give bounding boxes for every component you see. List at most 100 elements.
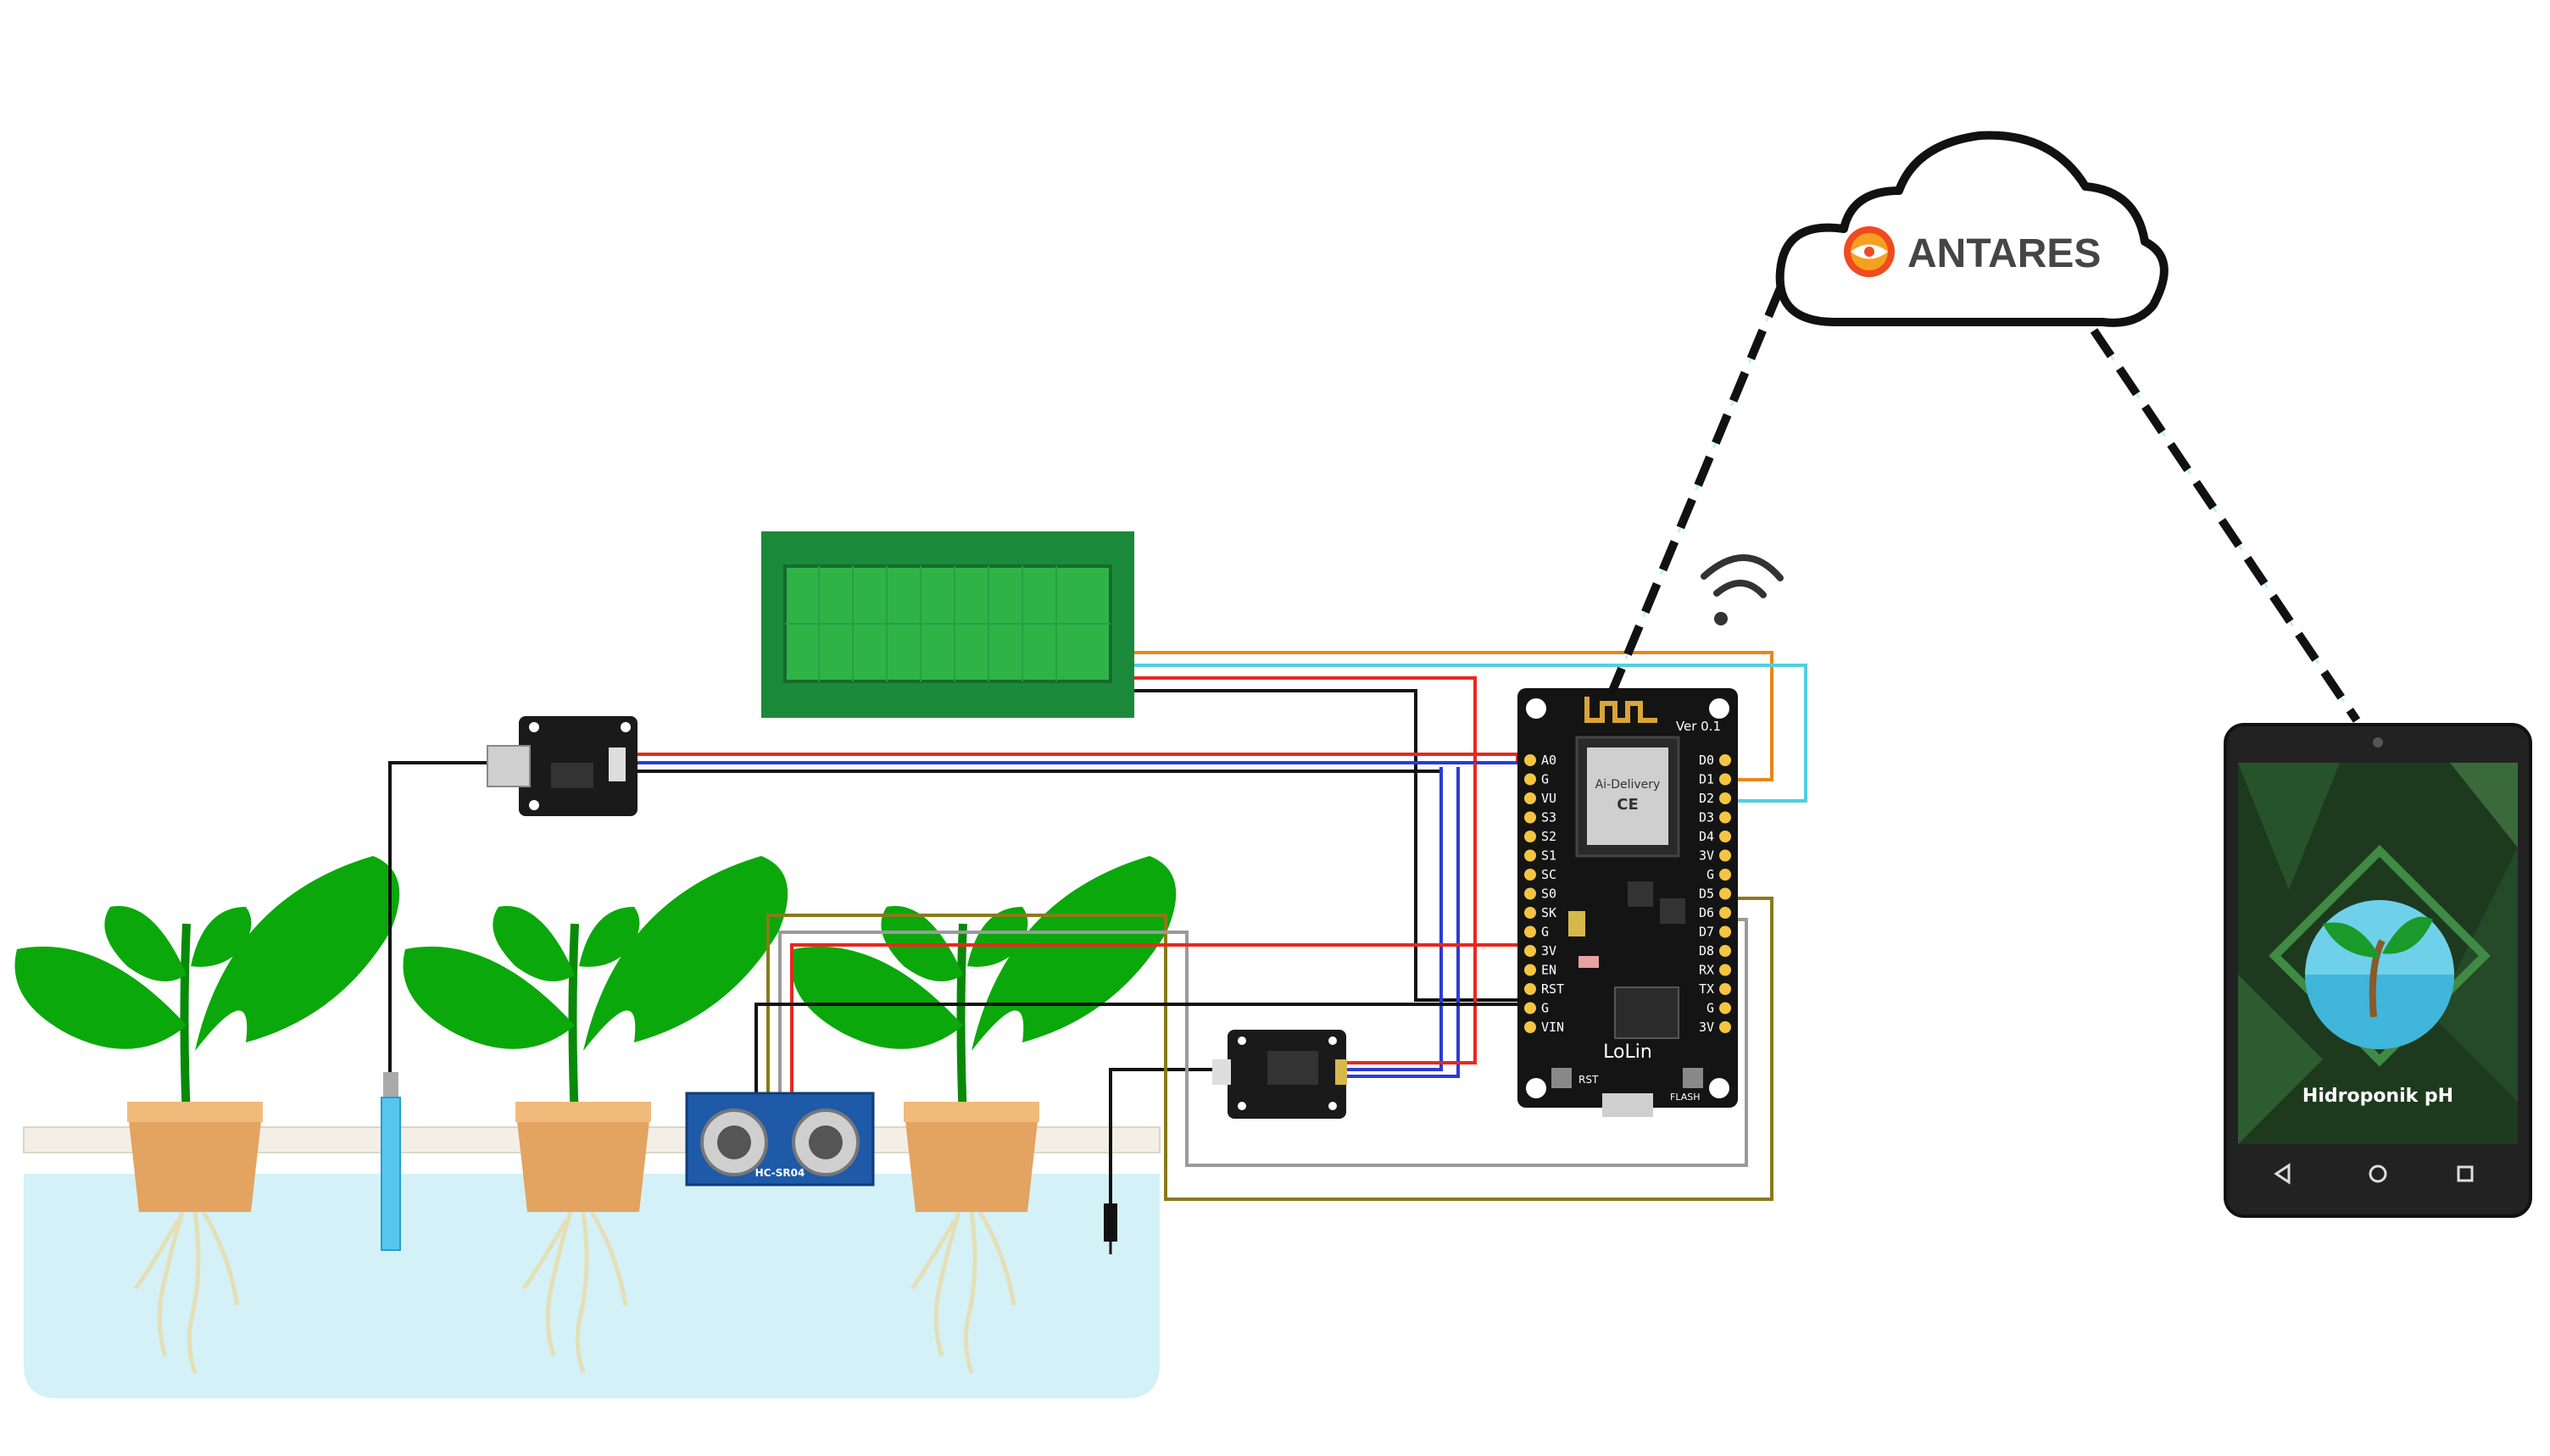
right-pin-13 (1719, 1002, 1731, 1014)
wire-us-olive (766, 897, 1773, 1201)
right-pin-label: G (1706, 867, 1714, 882)
left-pin-5 (1524, 849, 1536, 862)
wire-us-gray (778, 918, 1748, 1167)
left-pin-1 (1524, 773, 1536, 786)
rst-button-label: RST (1578, 1074, 1599, 1086)
right-pin-label: G (1706, 1001, 1714, 1016)
right-pin-label: D1 (1699, 772, 1714, 787)
right-pin-label: D4 (1699, 829, 1714, 844)
left-pin-3 (1524, 811, 1536, 824)
left-pin-12 (1524, 983, 1536, 995)
ph-probe (381, 1072, 401, 1251)
wire-tds-blue2 (1344, 767, 1460, 1078)
right-pin-14 (1719, 1021, 1731, 1033)
right-pin-8 (1719, 907, 1731, 919)
left-pin-9 (1524, 925, 1536, 938)
right-pin-label: D7 (1699, 925, 1714, 940)
right-pin-6 (1719, 869, 1731, 881)
plant-leaf-right (195, 856, 400, 1051)
home-icon (2369, 1164, 2387, 1183)
wire-lcd-cyan (1132, 664, 1807, 803)
wire-tds-blue (1344, 767, 1443, 1071)
usb-port (1602, 1093, 1653, 1117)
module-label: Ai-Delivery (1595, 778, 1661, 792)
plant-3 (791, 856, 1177, 1374)
plant-2 (403, 856, 788, 1374)
right-pin-2 (1719, 792, 1731, 804)
wire-tds-red (1344, 763, 1477, 1064)
right-pin-label: RX (1699, 963, 1714, 978)
ultrasonic-model-label: HC-SR04 (755, 1167, 805, 1179)
plant-stem (180, 923, 191, 1120)
right-pin-label: D2 (1699, 791, 1714, 806)
wiring (388, 651, 1807, 1203)
wire-lcd-black (1132, 689, 1517, 1002)
left-pin-label: A0 (1541, 753, 1556, 768)
phone-nav-bar (2274, 1163, 2474, 1185)
antares-logo-icon (1844, 226, 1895, 277)
left-pin-label: 3V (1541, 943, 1556, 959)
bnc-connector (487, 745, 531, 787)
left-pin-6 (1524, 869, 1536, 881)
left-pin-14 (1524, 1021, 1536, 1033)
left-pin-label: S0 (1541, 886, 1556, 902)
right-pin-1 (1719, 773, 1731, 786)
left-pin-8 (1524, 907, 1536, 919)
right-pin-label: D6 (1699, 905, 1714, 920)
right-pin-11 (1719, 964, 1731, 976)
flash-button (1683, 1068, 1703, 1088)
left-pin-label: G (1541, 1001, 1549, 1016)
brand-label: LoLin (1603, 1042, 1652, 1063)
left-pin-10 (1524, 945, 1536, 957)
ph-sensor-board (487, 716, 638, 816)
wire-ph-probe (388, 761, 492, 1072)
right-pin-0 (1719, 754, 1731, 766)
tds-sensor-board (1212, 1030, 1347, 1119)
left-pin-label: S1 (1541, 848, 1556, 864)
wire-lcd-red (1132, 676, 1477, 763)
temperature-probe (1104, 1203, 1117, 1254)
right-pin-label: D3 (1699, 810, 1714, 825)
left-pin-label: SK (1541, 905, 1556, 920)
plant-roots (133, 1210, 240, 1374)
left-pin-label: EN (1541, 963, 1556, 978)
plant-leaf-left (14, 946, 187, 1049)
right-pin-3 (1719, 811, 1731, 824)
version-label: Ver 0.1 (1676, 719, 1721, 734)
right-pin-label: 3V (1699, 848, 1714, 864)
left-pin-label: S3 (1541, 810, 1556, 825)
cloud-links (1606, 286, 2361, 723)
right-pin-9 (1719, 925, 1731, 938)
plant-pot (127, 1106, 263, 1212)
antares-brand-text: ANTARES (1907, 231, 2101, 276)
usb-chip (1614, 986, 1679, 1039)
left-pin-label: SC (1541, 867, 1556, 882)
rst-button (1551, 1068, 1572, 1088)
wire-tds-probe (1109, 1068, 1212, 1203)
left-pin-11 (1524, 964, 1536, 976)
right-pin-4 (1719, 831, 1731, 842)
right-pin-10 (1719, 945, 1731, 957)
right-pin-12 (1719, 983, 1731, 995)
left-pin-label: RST (1541, 981, 1564, 997)
left-pin-label: VU (1541, 791, 1556, 806)
wifi-icon (1701, 554, 1784, 625)
plant-leaf-middle (191, 907, 252, 967)
left-pin-13 (1524, 1002, 1536, 1014)
lcd-display (761, 531, 1134, 718)
right-pin-5 (1719, 849, 1731, 862)
left-pin-7 (1524, 887, 1536, 900)
back-icon (2274, 1163, 2291, 1185)
right-pin-label: D8 (1699, 943, 1714, 959)
ultrasonic-sensor: HC-SR04 (685, 1092, 875, 1186)
left-pin-0 (1524, 754, 1536, 766)
recents-icon (2457, 1165, 2474, 1182)
app-title: Hidroponik pH (2302, 1086, 2453, 1107)
left-pin-label: VIN (1541, 1020, 1564, 1035)
right-pin-7 (1719, 887, 1731, 900)
antenna (1584, 697, 1657, 723)
nodemcu-board: Ai-Delivery CE Ver 0.1 A0GVUS3S2S1SCS0SK… (1517, 688, 1738, 1117)
right-pin-label: 3V (1699, 1020, 1714, 1035)
wire-us-red (790, 943, 1517, 1098)
